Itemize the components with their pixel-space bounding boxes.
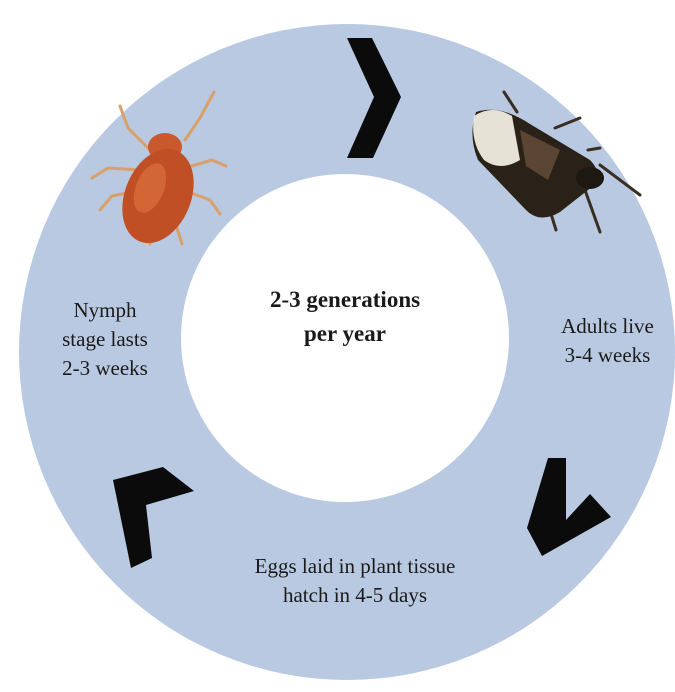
adult-label-line1: Adults live	[540, 312, 675, 341]
center-label-line2: per year	[210, 317, 480, 351]
nymph-insect-icon	[92, 92, 226, 254]
adult-insect-icon	[472, 92, 640, 232]
nymph-label-line1: Nymph	[30, 296, 180, 325]
adult-stage-label: Adults live 3-4 weeks	[540, 312, 675, 370]
adult-label-line2: 3-4 weeks	[540, 341, 675, 370]
nymph-label-line2: stage lasts	[30, 325, 180, 354]
center-label-line1: 2-3 generations	[210, 283, 480, 317]
egg-stage-label: Eggs laid in plant tissue hatch in 4-5 d…	[205, 552, 505, 610]
nymph-label-line3: 2-3 weeks	[30, 354, 180, 383]
center-label: 2-3 generations per year	[210, 283, 480, 351]
arrow-bottom-left-icon	[113, 467, 194, 568]
arrow-top-icon	[347, 38, 401, 158]
nymph-stage-label: Nymph stage lasts 2-3 weeks	[30, 296, 180, 383]
arrow-bottom-right-icon	[527, 458, 611, 556]
egg-label-line2: hatch in 4-5 days	[205, 581, 505, 610]
egg-label-line1: Eggs laid in plant tissue	[205, 552, 505, 581]
